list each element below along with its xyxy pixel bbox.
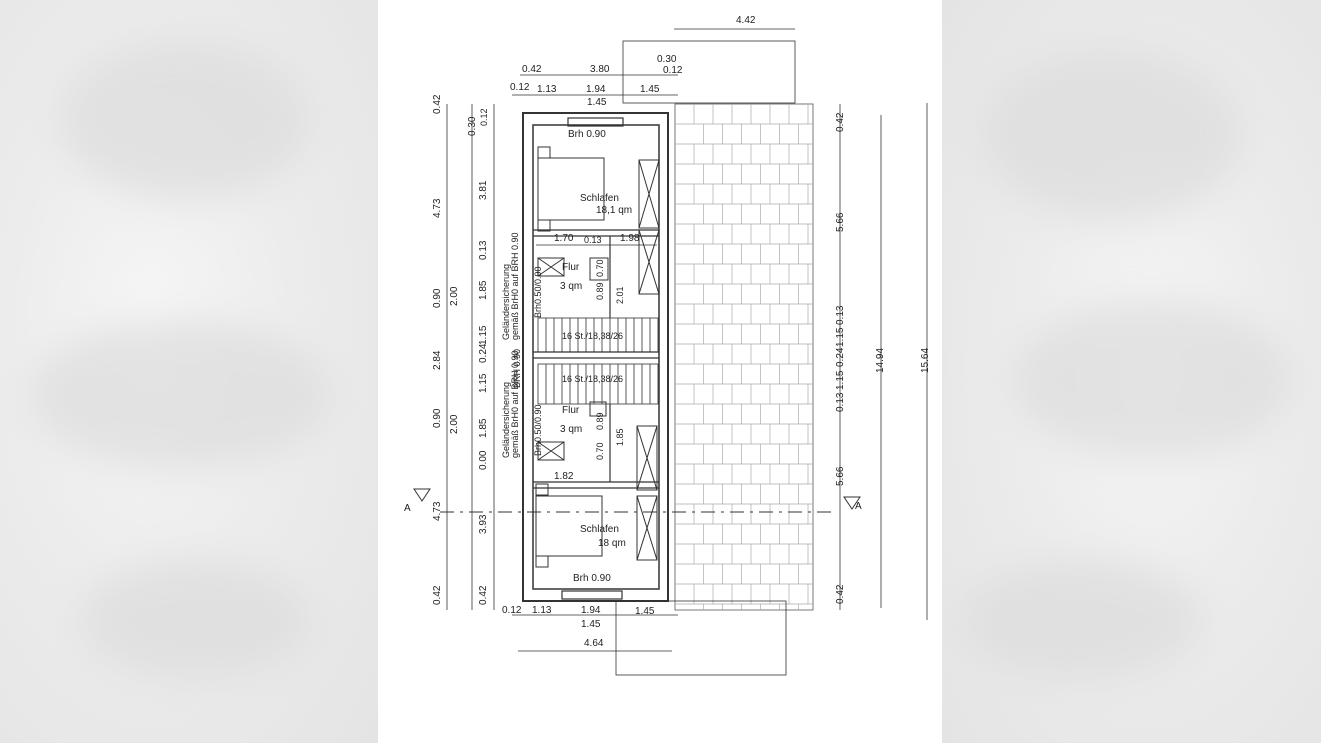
stair-label-lower: 16 St./18,38/26 — [562, 374, 624, 384]
vertical-labels: 0.42 4.73 0.90 2.84 0.90 0.00 4.73 0.42 … — [378, 0, 942, 743]
blur-smudge — [60, 40, 310, 200]
blur-smudge — [962, 560, 1202, 680]
stair-upper — [537, 317, 660, 353]
label-layer: Brh 0.90 Schlafen 18,1 qm Flur 3 qm Flur… — [378, 0, 942, 743]
dim-bottom-r1-1: 1.13 — [532, 605, 552, 616]
dim-left-mid-9: 3.93 — [478, 514, 489, 534]
room-name-flur-top: Flur — [562, 262, 580, 273]
dim-inner-0: 1.70 — [554, 233, 574, 244]
blur-smudge — [1012, 300, 1292, 460]
dim-bottom-r1-0: 0.12 — [502, 605, 522, 616]
dim-right-7: 5.66 — [835, 466, 846, 486]
railing-brh-note: BRH 0.90 — [512, 348, 522, 388]
roof-tiles — [674, 103, 814, 611]
railing-note-top-2: gemäß BrH0 auf BRH 0.90 — [510, 232, 520, 340]
dim-left-mid-10: 0.42 — [478, 585, 489, 605]
flur-cabinets — [537, 257, 609, 461]
dimension-lines — [446, 28, 928, 652]
dim-right-6: 0.13 — [835, 392, 846, 412]
room-area-flur-bottom: 3 qm — [560, 424, 583, 435]
section-marker-right: A — [855, 501, 862, 512]
room-area-flur-top: 3 qm — [560, 281, 583, 292]
dim-inner-4: 0.89 — [595, 282, 605, 300]
blur-smudge — [982, 50, 1242, 220]
dim-right-0: 0.42 — [835, 112, 846, 132]
bed-top — [537, 146, 605, 232]
room-area-schlafen-top: 18,1 qm — [596, 205, 633, 216]
dim-right-4: 0.24 — [835, 347, 846, 367]
dim-left-mid-3: 0.13 — [478, 240, 489, 260]
wardrobe-bottom — [636, 425, 658, 561]
dim-left-mid-2: 3.81 — [478, 180, 489, 200]
dim-right-8: 0.42 — [835, 584, 846, 604]
dim-right-1: 5.66 — [835, 212, 846, 232]
dim-top-r2-2: 1.94 — [586, 84, 606, 95]
room-name-schlafen-bottom: Schlafen — [580, 524, 619, 535]
dim-bottom-r2: 1.45 — [581, 619, 601, 630]
dim-right-3: 1.15 — [835, 327, 846, 347]
dim-left-mid-8: 2.00 — [449, 414, 460, 434]
room-name-flur-bottom: Flur — [562, 405, 580, 416]
blur-smudge — [80, 560, 310, 680]
dim-left-mid-1: 0.12 — [479, 108, 489, 126]
right-blurred-backdrop — [942, 0, 1321, 743]
dim-top-r1-1: 3.80 — [590, 64, 610, 75]
bed-bottom — [535, 483, 603, 568]
dim-left-outer-3: 2.84 — [432, 350, 443, 370]
dim-left-outer-2: 0.90 — [432, 288, 443, 308]
dim-top-r3: 1.45 — [587, 97, 607, 108]
dim-right-5: 1.15 — [835, 370, 846, 390]
dim-top-r1-2: 0.30 — [657, 54, 677, 65]
dim-inner-8: 1.85 — [615, 428, 625, 446]
left-blurred-backdrop — [0, 0, 378, 743]
dim-right-2: 0.13 — [835, 305, 846, 325]
wardrobe-top — [638, 159, 660, 295]
dim-inner-5: 2.01 — [615, 286, 625, 304]
floor-plan-drawing — [413, 28, 928, 676]
dim-left-mid-0: 0.30 — [467, 116, 478, 136]
dim-inner-7: 0.70 — [595, 442, 605, 460]
building-outline — [522, 40, 796, 676]
dim-left-outer-4: 0.90 — [432, 408, 443, 428]
dim-left-inner-2: 1.85 — [478, 418, 489, 438]
dim-bottom-r1-2: 1.94 — [581, 605, 601, 616]
room-sill-top: Brh 0.90 — [568, 129, 606, 140]
dim-inner-6: 0.89 — [595, 412, 605, 430]
room-name-schlafen-top: Schlafen — [580, 193, 619, 204]
section-marker-left: A — [404, 503, 411, 514]
dim-top-r2-1: 1.13 — [537, 84, 557, 95]
floor-plan-sheet: Brh 0.90 Schlafen 18,1 qm Flur 3 qm Flur… — [378, 0, 942, 743]
dim-inner-9: 1.82 — [554, 471, 574, 482]
dim-left-mid-6: 0.24 — [478, 343, 489, 363]
dim-left-mid-4: 2.00 — [449, 286, 460, 306]
dim-top-overall: 4.42 — [736, 15, 756, 26]
dim-bottom-overall: 4.64 — [584, 638, 604, 649]
dim-inner-3: 0.70 — [595, 259, 605, 277]
dim-left-mid-7: 1.15 — [478, 373, 489, 393]
dim-top-r2-0: 0.12 — [510, 82, 530, 93]
window-note-bottom: Brh0.50/0.90 — [533, 404, 543, 456]
dim-bottom-r1-3: 1.45 — [635, 606, 655, 617]
dim-top-r1-0: 0.42 — [522, 64, 542, 75]
dim-right-9: 14.94 — [875, 347, 886, 373]
room-sill-bottom: Brh 0.90 — [573, 573, 611, 584]
dim-left-outer-5: 0.00 — [478, 450, 489, 470]
dim-left-outer-1: 4.73 — [432, 198, 443, 218]
dim-left-mid-5: 1.15 — [478, 325, 489, 345]
window-note-top: Brh0.50/0.90 — [533, 266, 543, 318]
dim-top-r1-3: 0.12 — [663, 65, 683, 76]
stair-label-upper: 16 St./18,38/26 — [562, 331, 624, 341]
room-area-schlafen-bottom: 18 qm — [598, 538, 626, 549]
dim-left-inner-0: 1.85 — [478, 280, 489, 300]
dim-right-10: 15.64 — [920, 347, 931, 373]
blur-smudge — [30, 320, 330, 470]
dim-left-outer-6: 4.73 — [432, 501, 443, 521]
dim-top-r2-3: 1.45 — [640, 84, 660, 95]
dim-left-outer-7: 0.42 — [432, 585, 443, 605]
dim-left-outer-0: 0.42 — [432, 94, 443, 114]
dim-inner-2: 1.98 — [620, 233, 640, 244]
dim-inner-1: 0.13 — [584, 235, 602, 245]
section-line — [413, 488, 861, 513]
stair-lower — [537, 363, 660, 405]
